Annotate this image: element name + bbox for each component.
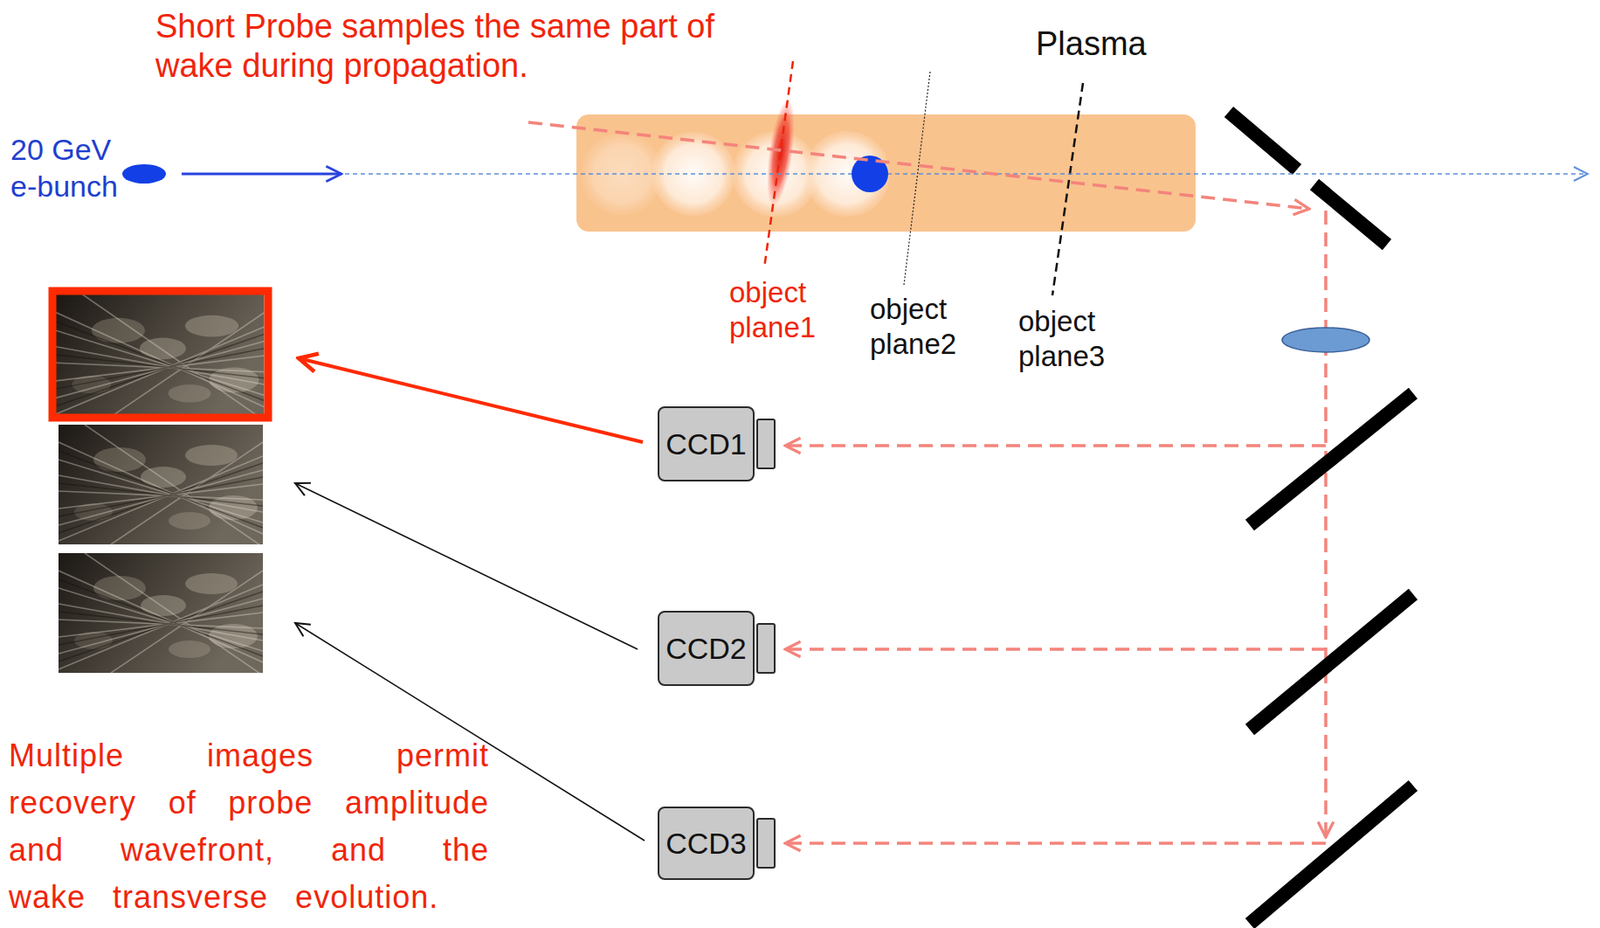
probe-beam [528, 122, 1310, 209]
note-text: Short Probe samples the same part of wak… [155, 6, 767, 86]
beamsplitter [1249, 593, 1414, 730]
highlight-frame [52, 290, 269, 418]
plane-label: object plane1 [729, 275, 843, 345]
camera-box: CCD3 [657, 806, 755, 880]
beam-axis [344, 172, 1588, 175]
plane-label: object plane2 [869, 291, 984, 362]
object-plane-line [764, 61, 794, 269]
interferogram-image [58, 424, 263, 547]
beamsplitter [1249, 393, 1414, 525]
mirror [1249, 785, 1414, 924]
plane-label: object plane3 [1018, 303, 1132, 374]
camera-lens [756, 817, 776, 869]
camera-label: CCD2 [665, 631, 747, 666]
pointer-arrow [295, 482, 638, 649]
beam-arrow [181, 172, 342, 176]
mirror [1228, 111, 1297, 170]
camera-label: CCD1 [665, 427, 747, 462]
note-text: Multiple images permit recovery of probe… [8, 731, 490, 921]
camera-lens [756, 622, 776, 674]
probe-branch [785, 647, 1326, 651]
interferogram-image [58, 552, 263, 676]
probe-branch [785, 841, 1326, 845]
pointer-arrow [298, 358, 643, 442]
object-plane-line [1052, 82, 1083, 296]
note-text: Short Probe samples the same part of wak… [155, 6, 767, 86]
electron-bunch [122, 164, 166, 184]
object-plane-line [903, 71, 931, 285]
interferogram-image [55, 294, 265, 421]
beam-label: 20 GeV e-bunch [10, 131, 129, 205]
beam-label: 20 GeV e-bunch [10, 131, 129, 205]
probe-beam [1324, 210, 1328, 837]
camera-box: CCD1 [657, 406, 755, 482]
camera-label: CCD3 [665, 826, 747, 861]
plane-label: object plane3 [1018, 303, 1132, 374]
lens [1282, 327, 1370, 352]
region-label: Plasma [1035, 24, 1211, 64]
region-label: Plasma [1035, 24, 1211, 64]
plane-label: object plane2 [869, 291, 984, 362]
camera-lens [756, 418, 776, 469]
camera-box: CCD2 [657, 610, 755, 686]
note-text: Multiple images permit recovery of probe… [8, 731, 490, 921]
plasma-band [576, 114, 1196, 232]
plane-label: object plane1 [729, 275, 843, 345]
probe-branch [785, 443, 1326, 448]
